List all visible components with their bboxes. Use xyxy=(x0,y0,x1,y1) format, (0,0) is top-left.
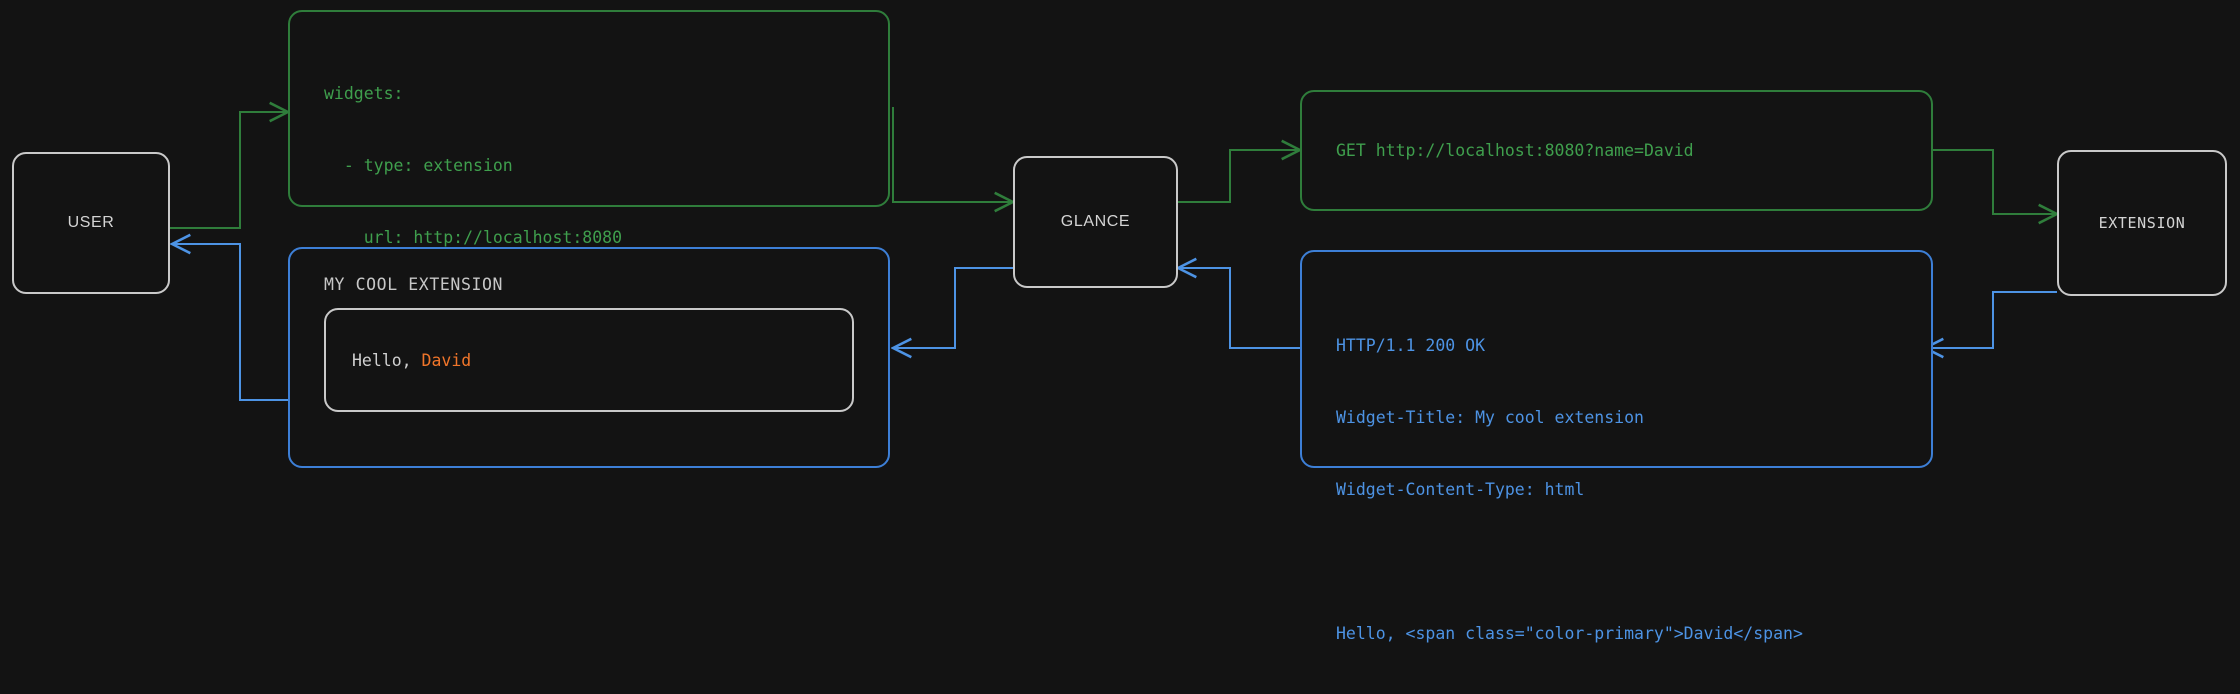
http-request-block: GET http://localhost:8080?name=David xyxy=(1300,90,1933,211)
widget-greeting-prefix: Hello, xyxy=(352,350,422,370)
wire-config-to-glance xyxy=(892,107,1013,202)
wire-user-to-config xyxy=(170,112,288,229)
request-line: GET http://localhost:8080?name=David xyxy=(1336,140,1694,160)
actor-user[interactable]: USER xyxy=(12,152,170,294)
wire-widget-to-user xyxy=(172,244,288,401)
response-line: Widget-Content-Type: html xyxy=(1336,480,1585,499)
config-line: url: http://localhost:8080 xyxy=(324,228,623,247)
widget-greeting-name: David xyxy=(421,350,472,370)
response-line xyxy=(1336,550,1897,574)
config-yaml-block: widgets: - type: extension url: http://l… xyxy=(288,10,890,463)
config-line: widgets: xyxy=(324,84,404,103)
actor-glance-label: GLANCE xyxy=(1060,213,1131,230)
wire-response-to-glance xyxy=(1178,268,1300,349)
wire-request-to-extension xyxy=(1933,149,2057,214)
diagram-canvas: USER widgets: - type: extension url: htt… xyxy=(12,10,2227,643)
config-line: - type: extension xyxy=(324,156,513,175)
actor-extension[interactable]: EXTENSION xyxy=(2057,150,2227,296)
response-line: HTTP/1.1 200 OK xyxy=(1336,336,1486,355)
widget-preview-card: MY COOL EXTENSION Hello, David xyxy=(288,247,890,468)
wire-glance-to-request xyxy=(1178,150,1300,203)
wire-glance-to-widget xyxy=(893,267,1013,348)
actor-extension-label: EXTENSION xyxy=(2098,214,2186,232)
response-line: Widget-Title: My cool extension xyxy=(1336,408,1644,427)
actor-glance[interactable]: GLANCE xyxy=(1013,156,1178,288)
http-response-block: HTTP/1.1 200 OK Widget-Title: My cool ex… xyxy=(1300,250,1933,643)
widget-title: MY COOL EXTENSION xyxy=(324,275,504,294)
widget-greeting: Hello, David xyxy=(352,351,471,370)
wire-extension-to-response xyxy=(1925,291,2057,348)
actor-user-label: USER xyxy=(67,214,115,231)
widget-body: Hello, David xyxy=(324,308,854,412)
response-line: Hello, <span class="color-primary">David… xyxy=(1336,624,1803,643)
